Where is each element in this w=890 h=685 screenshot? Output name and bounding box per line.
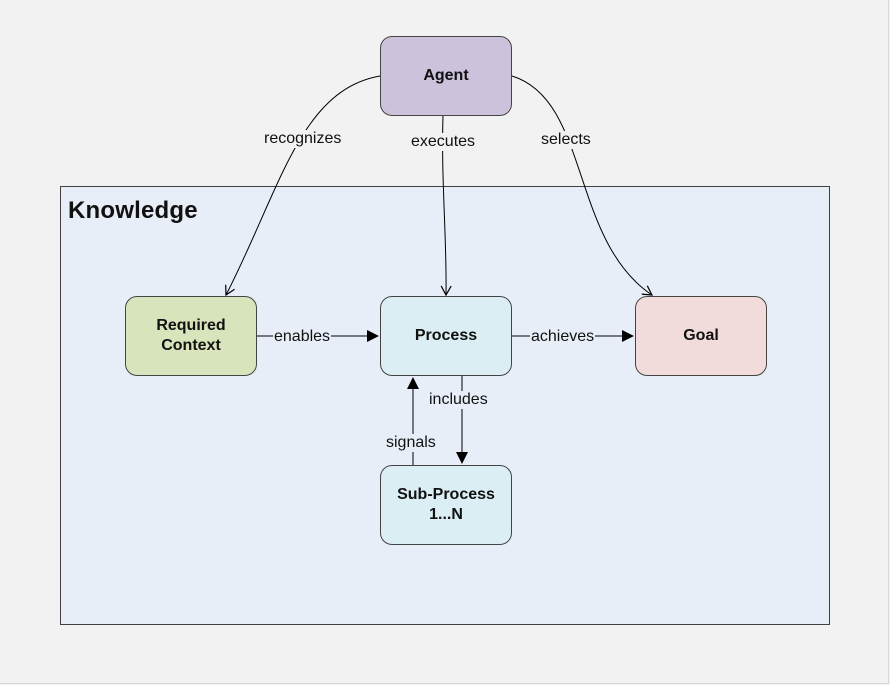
knowledge-title: Knowledge (68, 197, 198, 224)
edge-label-selects: selects (540, 131, 592, 149)
edge-label-executes: executes (410, 133, 477, 151)
edge-label-recognizes: recognizes (263, 130, 343, 148)
node-goal: Goal (635, 296, 767, 376)
edge-selects (511, 75, 654, 296)
node-process: Process (380, 296, 512, 376)
node-sub-process: Sub-Process 1...N (380, 465, 512, 545)
edge-label-includes: includes (428, 391, 489, 409)
edge-label-enables: enables (273, 328, 332, 346)
edge-label-signals: signals (385, 434, 437, 452)
edge-recognizes (225, 75, 381, 297)
node-agent: Agent (380, 36, 512, 116)
node-required-context: Required Context (125, 296, 257, 376)
edge-label-achieves: achieves (530, 328, 596, 346)
